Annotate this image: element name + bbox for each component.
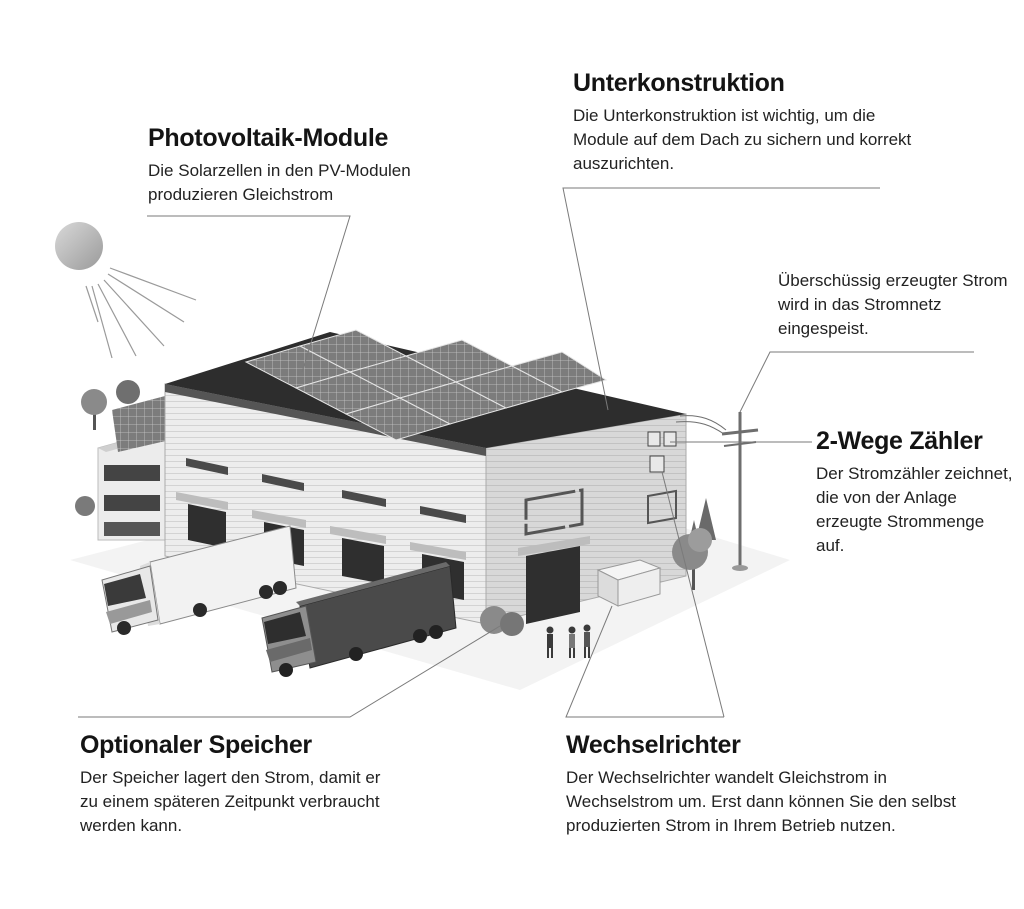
leader-line-unterkonstruktion bbox=[562, 187, 880, 411]
leader-line-ueberschuss bbox=[739, 351, 974, 413]
leader-lines bbox=[78, 187, 974, 718]
callout-text: Die Solarzellen in den PV-Modulen produz… bbox=[148, 161, 411, 204]
callout-unterkonstruktion: Unterkonstruktion Die Unterkonstruktion … bbox=[573, 69, 913, 176]
callout-photovoltaik-module: Photovoltaik-Module Die Solarzellen in d… bbox=[148, 124, 448, 207]
tree-icon bbox=[672, 498, 716, 590]
leader-line-pv bbox=[147, 215, 351, 373]
callout-title: Photovoltaik-Module bbox=[148, 124, 389, 152]
tree-icon bbox=[75, 380, 140, 516]
callout-title: Wechselrichter bbox=[566, 731, 741, 759]
office-building bbox=[97, 396, 178, 541]
power-pole-icon bbox=[675, 412, 759, 571]
callout-2-wege-zaehler: 2-Wege Zähler Der Stromzähler zeichnet, … bbox=[816, 427, 1016, 558]
truck-icon bbox=[261, 562, 457, 677]
callout-title: Optionaler Speicher bbox=[80, 731, 312, 759]
callout-text: Der Stromzähler zeichnet, die von der An… bbox=[816, 464, 1013, 555]
solar-panel-icon bbox=[112, 396, 170, 452]
callout-ueberschuss: Überschüssig erzeugter Strom wird in das… bbox=[778, 269, 1008, 341]
callout-wechselrichter: Wechselrichter Der Wechselrichter wandel… bbox=[566, 731, 986, 838]
leader-line-speicher bbox=[78, 625, 501, 718]
callout-text: Die Unterkonstruktion ist wichtig, um di… bbox=[573, 106, 912, 173]
callout-text: Der Speicher lagert den Strom, damit er … bbox=[80, 768, 381, 835]
meter-icon bbox=[647, 431, 677, 473]
battery-storage-icon bbox=[596, 559, 662, 607]
leader-line-wechselrichter-2 bbox=[661, 471, 725, 718]
sun-icon bbox=[55, 222, 197, 359]
truck-icon bbox=[101, 525, 297, 635]
callout-title: Unterkonstruktion bbox=[573, 69, 785, 97]
callout-text: Der Wechselrichter wandelt Gleichstrom i… bbox=[566, 768, 956, 835]
person-icon bbox=[546, 624, 591, 658]
callout-optionaler-speicher: Optionaler Speicher Der Speicher lagert … bbox=[80, 731, 400, 838]
callout-text: Überschüssig erzeugter Strom wird in das… bbox=[778, 271, 1008, 338]
solar-panel-icon bbox=[244, 329, 608, 441]
leader-line-wechselrichter bbox=[565, 605, 724, 718]
tree-icon bbox=[480, 606, 524, 636]
callout-title: 2-Wege Zähler bbox=[816, 427, 983, 455]
